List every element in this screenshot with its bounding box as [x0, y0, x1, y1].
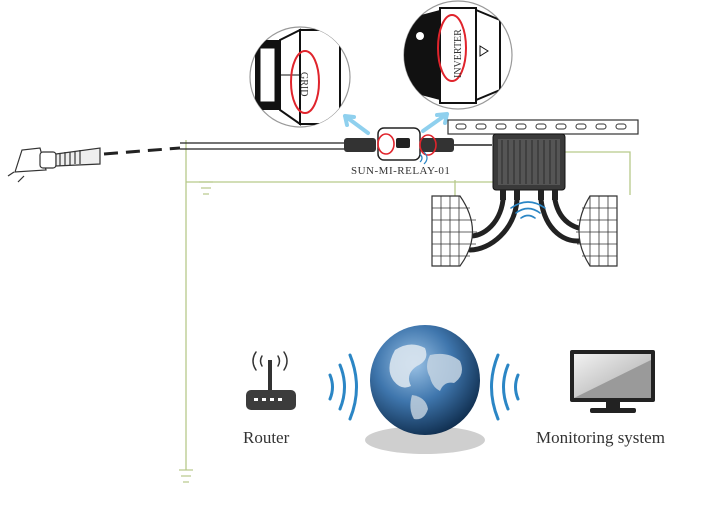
ground-icon	[179, 181, 213, 483]
wifi-icon	[510, 201, 546, 219]
monitor-icon	[570, 350, 655, 413]
solar-panel-left	[431, 195, 477, 267]
ac-cable	[180, 142, 345, 150]
microinverter	[492, 133, 566, 200]
relay-label: SUN-MI-RELAY-01	[351, 165, 450, 177]
router-icon	[246, 351, 296, 410]
wave-left	[328, 353, 358, 421]
monitoring-label: Monitoring system	[536, 428, 665, 447]
arrow-to-grid	[343, 114, 370, 135]
cable-dashed	[103, 146, 181, 156]
inverter-label: INVERTER	[453, 29, 464, 78]
arrow-to-inverter	[421, 112, 449, 133]
inverter-zoom: INVERTER	[403, 0, 513, 110]
grid-label: GRID	[298, 72, 309, 96]
solar-panel-right	[576, 195, 618, 267]
globe-icon	[365, 325, 485, 454]
wave-right	[490, 353, 520, 421]
dc-cables	[462, 197, 598, 253]
relay-device	[344, 127, 492, 161]
wifi-icon	[419, 151, 428, 165]
router-label: Router	[243, 428, 290, 447]
plug-icon	[7, 147, 101, 183]
grid-zoom: GRID	[249, 26, 351, 128]
mounting-rail	[447, 119, 639, 135]
